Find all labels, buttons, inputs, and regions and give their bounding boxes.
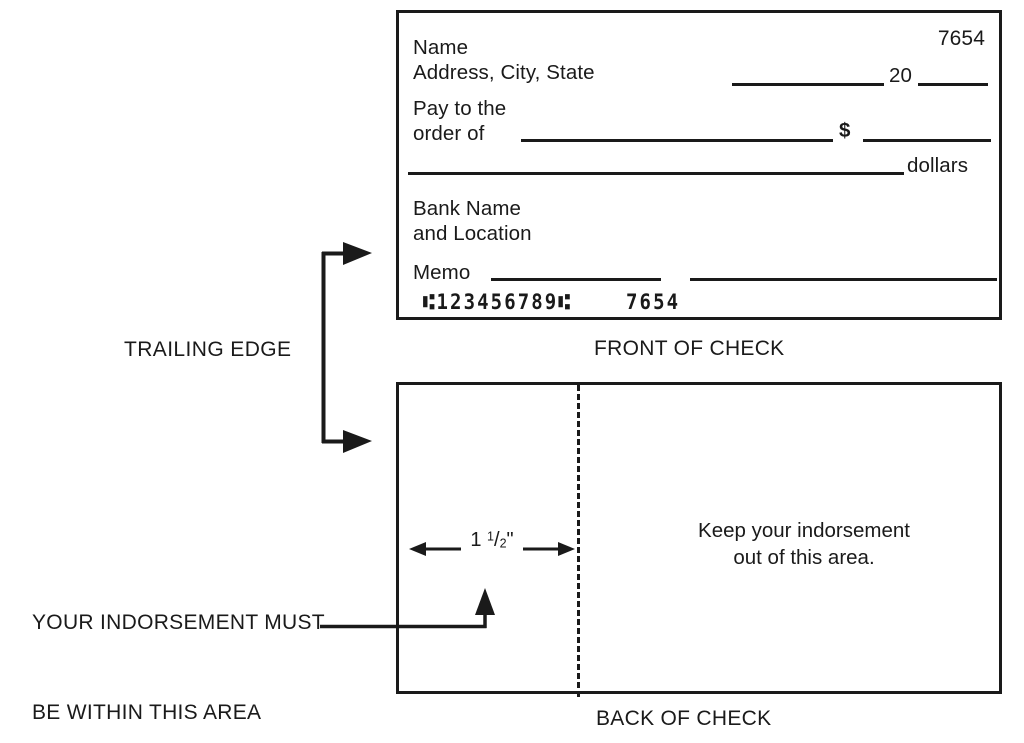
bank-location-label: and Location — [413, 222, 532, 245]
date-year-write-line — [918, 83, 988, 86]
indorsement-label-line-1: YOUR INDORSEMENT MUST — [32, 611, 325, 634]
pay-to-the-label: Pay to the — [413, 97, 507, 120]
date-write-line — [732, 83, 884, 86]
trailing-edge-bracket — [321, 242, 372, 453]
front-of-check-caption: FRONT OF CHECK — [594, 337, 785, 360]
dimension-numerator: 1 — [487, 529, 494, 544]
payer-name-label: Name — [413, 36, 469, 59]
keep-out-line-1: Keep your indorsement — [698, 519, 910, 542]
dollars-word-label: dollars — [907, 154, 969, 177]
endorsement-boundary-dashed-line — [577, 385, 580, 697]
dollar-sign-symbol: $ — [839, 119, 851, 142]
amount-written-line — [408, 172, 904, 175]
keep-out-line-2: out of this area. — [733, 546, 875, 569]
bank-name-label: Bank Name — [413, 197, 522, 220]
trailing-edge-arrow-top-icon — [343, 242, 372, 265]
keep-out-of-area-note: Keep your indorsement out of this area. — [639, 517, 969, 571]
memo-write-line — [491, 278, 661, 281]
indorsement-area-label: YOUR INDORSEMENT MUST BE WITHIN THIS ARE… — [32, 578, 325, 728]
front-of-check-illustration: 7654 Name Address, City, State 20 Pay to… — [396, 10, 1002, 320]
dimension-arrow-icon — [409, 542, 575, 556]
memo-label: Memo — [413, 261, 471, 284]
trailing-edge-label: TRAILING EDGE — [124, 338, 292, 361]
dimension-denominator: 2 — [499, 536, 507, 551]
order-of-label: order of — [413, 122, 485, 145]
dimension-value-label: 1 1/2" — [470, 529, 514, 551]
signature-line — [690, 278, 997, 281]
date-year-prefix: 20 — [889, 64, 913, 87]
amount-numeric-line — [863, 139, 991, 142]
trailing-edge-arrow-bottom-icon — [343, 430, 372, 453]
back-of-check-caption: BACK OF CHECK — [596, 707, 772, 730]
dimension-whole-number: 1 — [470, 529, 482, 551]
payee-write-line — [521, 139, 833, 142]
dimension-unit: " — [506, 529, 514, 551]
check-number-front: 7654 — [937, 27, 985, 50]
back-of-check-illustration: Keep your indorsement out of this area. … — [396, 382, 1002, 697]
endorsement-width-dimension: 1 1/2" — [409, 529, 575, 556]
indorsement-label-line-2: BE WITHIN THIS AREA — [32, 701, 262, 724]
payer-address-label: Address, City, State — [413, 61, 595, 84]
micr-code-line: ⑆123456789⑆ 7654 — [423, 290, 681, 315]
